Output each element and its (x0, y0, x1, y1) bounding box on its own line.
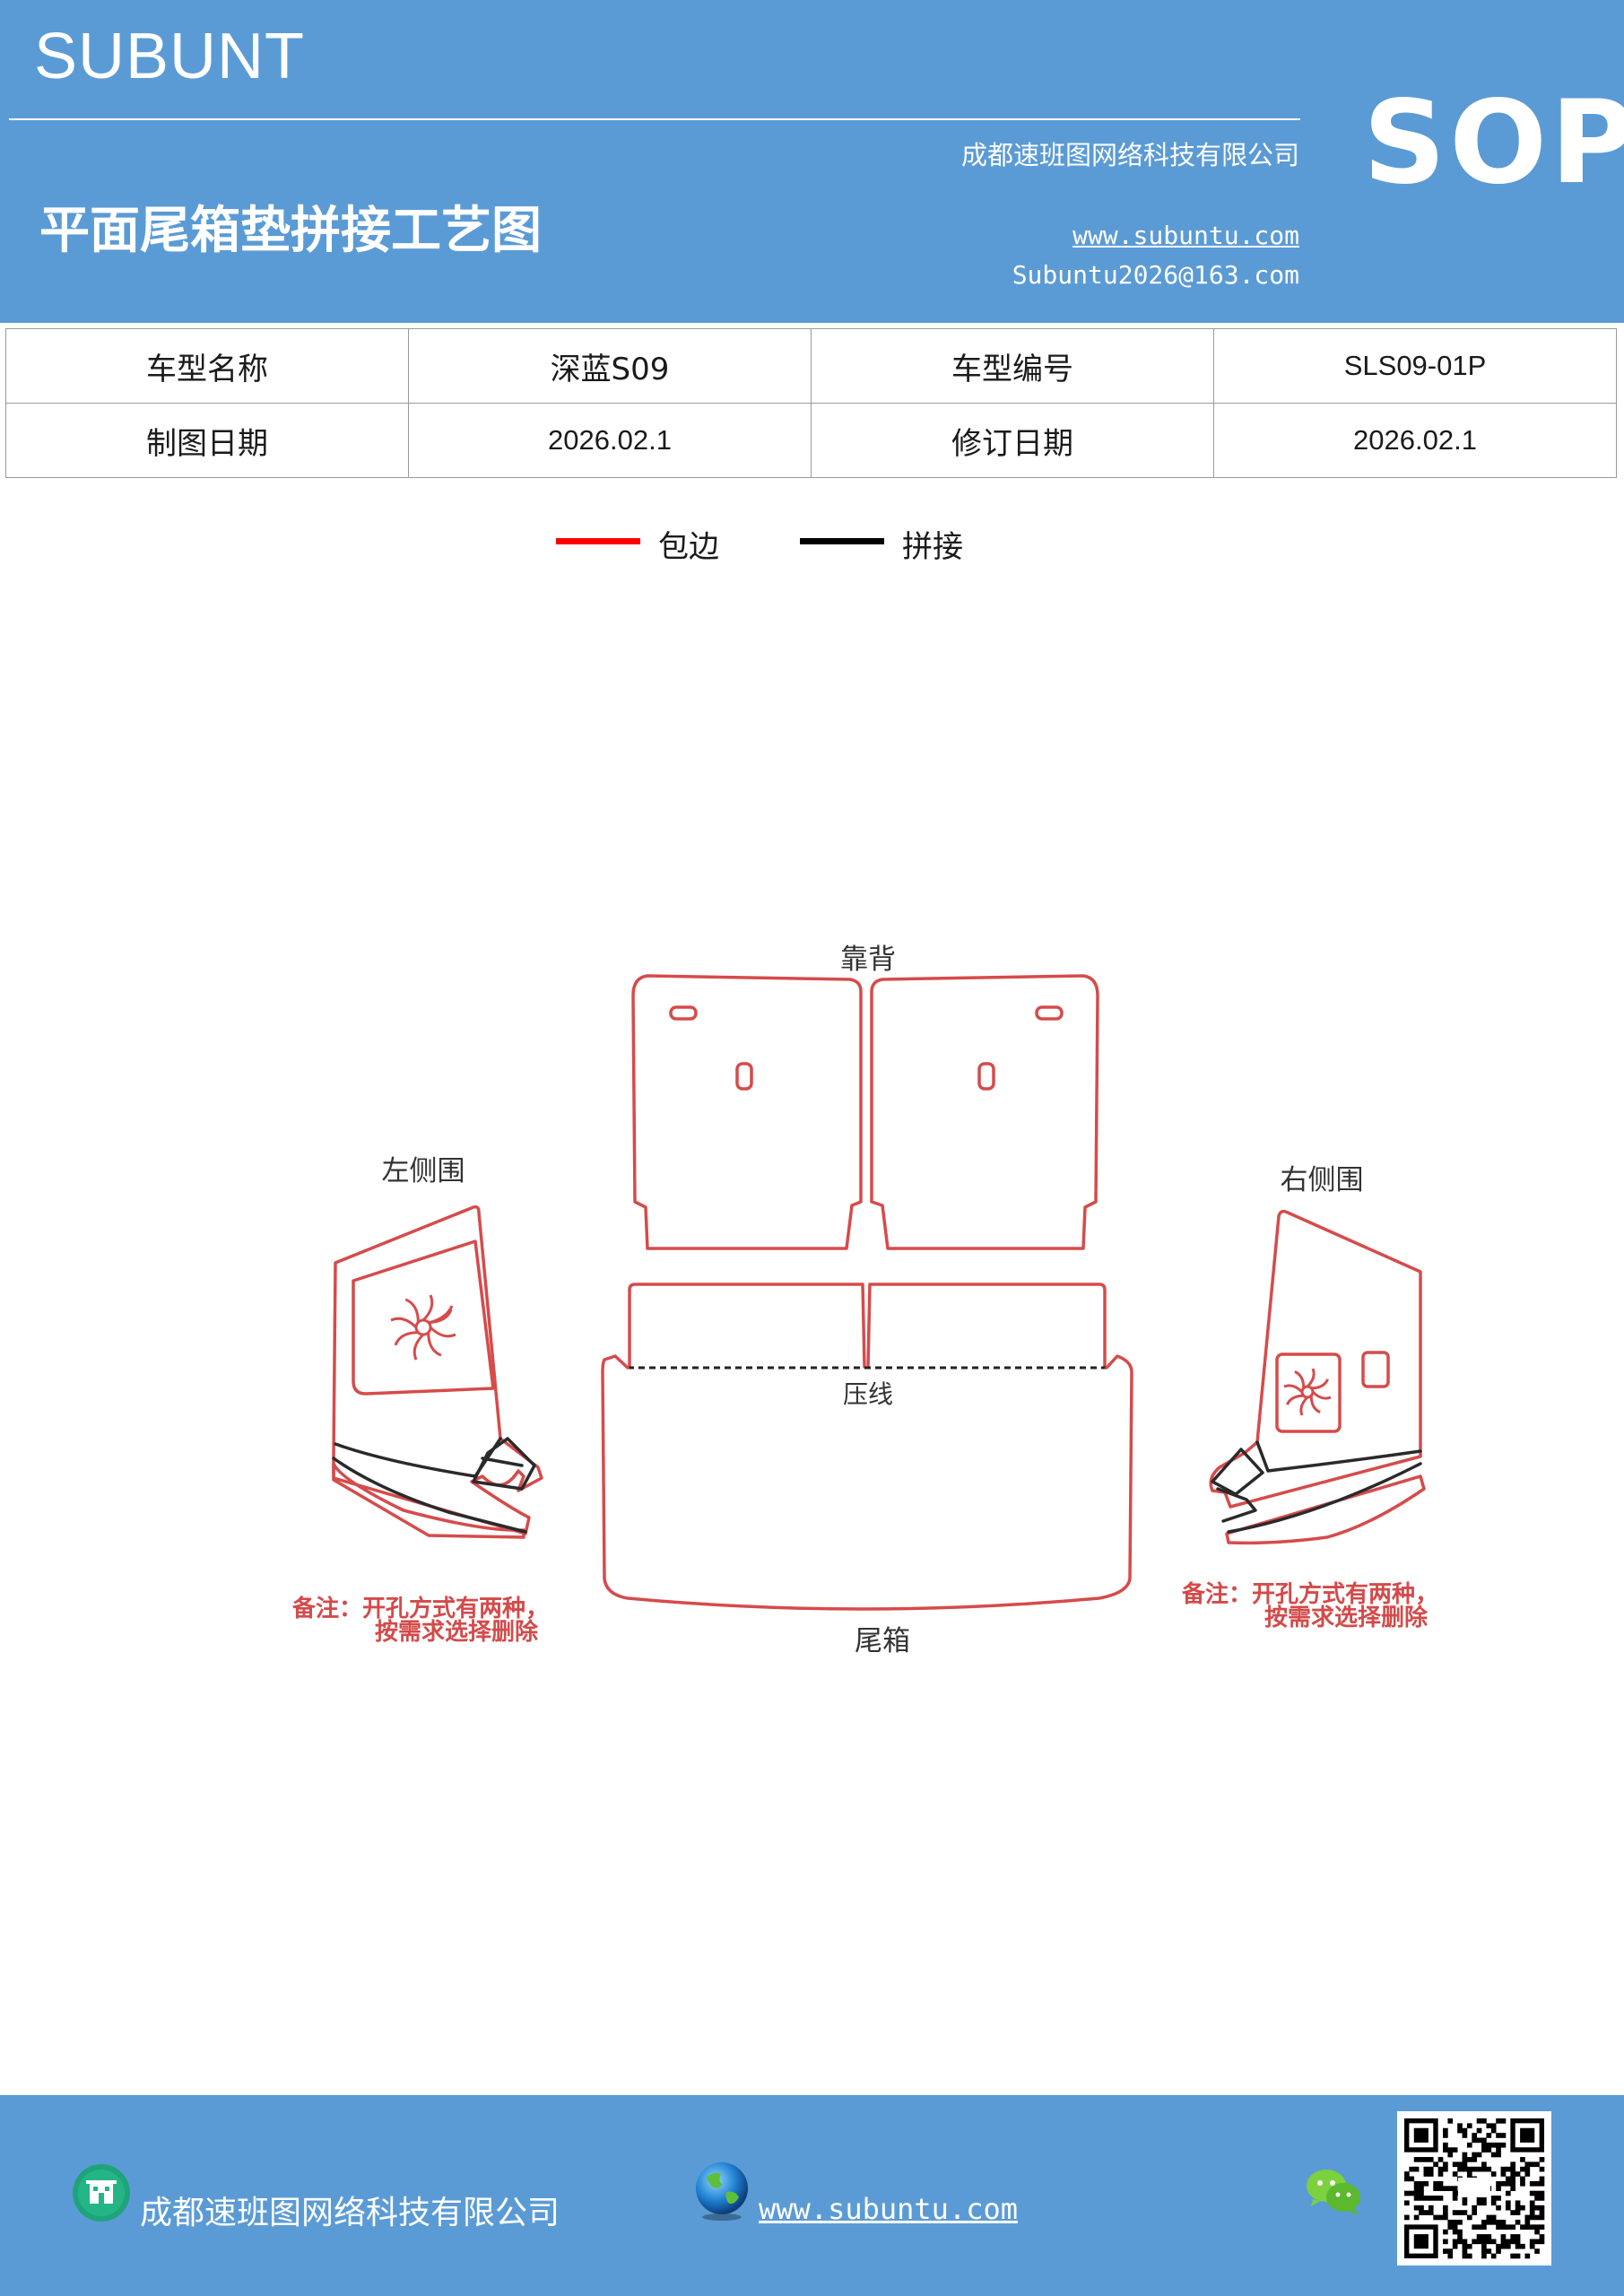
footer-company-name: 成都速班图网络科技有限公司 (140, 2195, 560, 2231)
right-side-seam-2 (1227, 1462, 1422, 1534)
wechat-icon[interactable] (1304, 2165, 1363, 2219)
email-address: Subuntu2026@163.com (1012, 260, 1299, 290)
model-name-label: 车型名称 (5, 328, 409, 404)
globe-icon (696, 2162, 748, 2221)
legend-label-seam: 拼接 (902, 529, 963, 565)
backrest-left-hole (735, 1062, 753, 1091)
right-side-fan-icon (1283, 1368, 1332, 1416)
backrest-right-panel (870, 974, 1099, 1250)
backrest-left-panel (631, 974, 863, 1250)
header-banner: SUBUNT 成都速班图网络科技有限公司 平面尾箱垫拼接工艺图 www.subu… (0, 0, 1624, 323)
right-note-line2: 按需求选择删除 (1264, 1604, 1429, 1631)
website-link[interactable]: www.subuntu.com (1073, 221, 1299, 250)
seat-strip-right (866, 1283, 1107, 1369)
right-side-seam-4 (1216, 1487, 1257, 1523)
model-name-value: 深蓝S09 (408, 328, 812, 404)
legend-swatch-edging (556, 538, 640, 544)
backrest-left-slot (669, 1005, 698, 1021)
document-title: 平面尾箱垫拼接工艺图 (39, 202, 542, 260)
qr-code-image (1404, 2118, 1545, 2259)
right-side-label: 右侧围 (1281, 1164, 1364, 1196)
table-row: 车型名称 深蓝S09 车型编号 SLS09-01P (5, 328, 1617, 404)
left-side-window (352, 1239, 495, 1396)
company-name: 成都速班图网络科技有限公司 (960, 140, 1299, 170)
left-side-seam-1 (334, 1437, 502, 1478)
drawing-date-label: 制图日期 (5, 403, 409, 478)
table-row: 制图日期 2026.02.1 修订日期 2026.02.1 (5, 403, 1617, 478)
left-side-fan-icon (390, 1294, 456, 1361)
backrest-right-slot (1035, 1005, 1064, 1021)
backrest-label: 靠背 (840, 944, 896, 976)
left-side-panel (332, 1205, 543, 1535)
trunk-label: 尾箱 (855, 1625, 910, 1657)
revision-date-value: 2026.02.1 (1213, 403, 1617, 478)
footer-banner: 成都速班图网络科技有限公司 www.subuntu.com (0, 2095, 1624, 2296)
backrest-right-hole (977, 1062, 995, 1091)
right-side-slot (1361, 1351, 1390, 1388)
trunk-panel (601, 1354, 1133, 1611)
revision-date-label: 修订日期 (811, 403, 1214, 478)
brand-name: SUBUNT (34, 21, 306, 92)
footer-website-link[interactable]: www.subuntu.com (759, 2192, 1018, 2226)
left-side-seam-4 (481, 1457, 524, 1467)
right-side-seam-3 (1211, 1448, 1264, 1496)
seat-strip-left (628, 1283, 866, 1369)
left-note-line1: 备注：开孔方式有两种， (291, 1595, 549, 1622)
vehicle-info-table: 车型名称 深蓝S09 车型编号 SLS09-01P 制图日期 2026.02.1… (5, 328, 1617, 478)
left-side-seam-2 (332, 1457, 527, 1534)
sop-badge: SOP (1363, 76, 1624, 210)
header-divider (9, 118, 1300, 120)
qr-code (1397, 2111, 1551, 2266)
legend-label-edging: 包边 (658, 529, 719, 565)
legend-swatch-seam (800, 538, 884, 544)
left-side-label: 左侧围 (382, 1155, 465, 1187)
drawing-date-value: 2026.02.1 (408, 403, 812, 478)
right-side-bottom-edge (1225, 1474, 1426, 1545)
right-side-seam-1 (1255, 1440, 1422, 1473)
right-side-vent-frame (1275, 1352, 1342, 1433)
model-code-value: SLS09-01P (1213, 328, 1617, 404)
right-note-line1: 备注：开孔方式有两种， (1181, 1580, 1438, 1608)
legend: 包边 拼接 (0, 520, 1624, 574)
crease-label: 压线 (843, 1379, 893, 1409)
model-code-label: 车型编号 (811, 328, 1214, 404)
left-note-line2: 按需求选择删除 (375, 1618, 539, 1646)
building-icon (73, 2164, 130, 2222)
